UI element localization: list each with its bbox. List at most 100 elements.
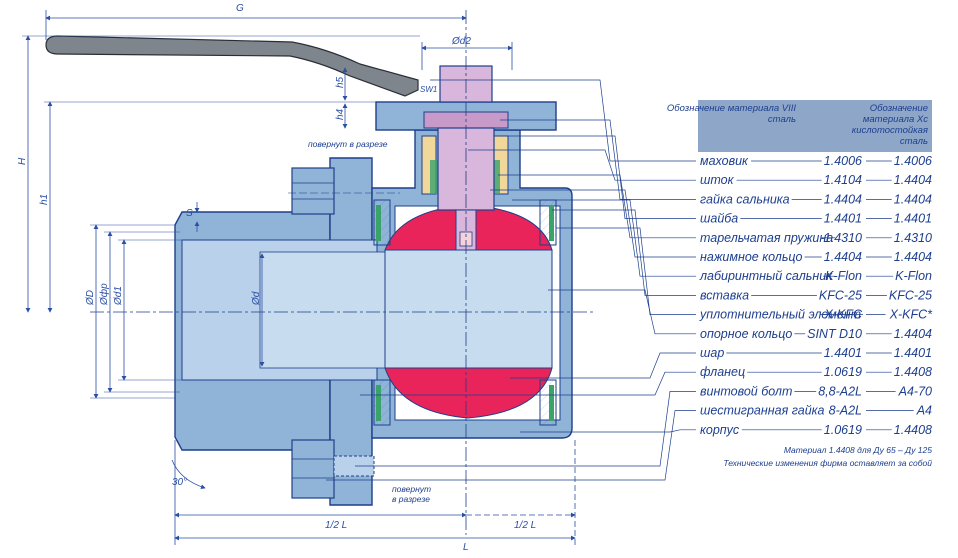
note-rotated-bottom-2: в разрезе — [392, 494, 430, 504]
part-name: нажимное кольцо — [700, 250, 803, 264]
material-row: гайка сальника 1.4404 1.4404 — [700, 192, 932, 206]
dim-half-L-right: 1/2 L — [514, 520, 536, 531]
dim-half-L-left: 1/2 L — [325, 520, 347, 531]
material-steel: 8-A2L — [829, 404, 862, 418]
note-rotated-top: повернут в разрезе — [308, 139, 388, 149]
part-name: шток — [700, 173, 735, 187]
part-name: шестигранная гайка — [700, 404, 825, 418]
part-name: корпус — [700, 423, 740, 437]
part-name: тарельчатая пружина — [700, 231, 833, 245]
leader-line — [498, 174, 696, 239]
material-acid-resistant: 1.4404 — [894, 192, 932, 206]
material-steel: 1.4401 — [824, 346, 862, 360]
leader-line — [360, 371, 696, 396]
leader-line — [505, 135, 696, 219]
material-acid-resistant: 1.4401 — [894, 212, 932, 226]
dim-h4: h4 — [335, 108, 346, 120]
material-acid-resistant: 1.4401 — [894, 346, 932, 360]
seal-green-1 — [376, 205, 381, 241]
material-acid-resistant: A4 — [916, 404, 932, 418]
leader-line — [520, 429, 696, 433]
seal-green-4 — [549, 385, 554, 421]
header-col2-line1: Обозначение — [870, 103, 928, 114]
material-acid-resistant: 1.4310 — [894, 231, 932, 245]
dim-d: Ød — [251, 291, 262, 306]
part-name: фланец — [700, 365, 745, 379]
header-col2-line3: кислотостойкая — [852, 125, 928, 136]
dim-D: ØD — [85, 290, 96, 306]
material-row: шайба 1.4401 1.4401 — [700, 212, 932, 226]
handle-lever — [45, 35, 419, 97]
material-steel: 1.0619 — [824, 365, 862, 379]
material-steel: 1.4310 — [824, 231, 862, 245]
material-acid-resistant: A4-70 — [898, 384, 932, 398]
material-steel: 1.0619 — [824, 423, 862, 437]
hex-nut-bottom — [291, 439, 335, 499]
leader-line — [556, 227, 696, 315]
dim-h5: h5 — [335, 76, 346, 88]
material-acid-resistant: X-KFC* — [889, 308, 934, 322]
material-row: фланец 1.0619 1.4408 — [700, 365, 932, 379]
leader-line — [468, 149, 696, 181]
material-acid-resistant: 1.4404 — [894, 173, 932, 187]
leader-line — [552, 209, 696, 296]
leader-line — [326, 410, 696, 481]
header-col1-line2: сталь — [768, 114, 796, 125]
material-steel: 1.4401 — [824, 212, 862, 226]
part-name: шайба — [700, 212, 738, 226]
material-acid-resistant: K-Flon — [895, 269, 932, 283]
header-col2-line4: сталь — [900, 136, 928, 147]
spring-left — [430, 160, 438, 194]
hex-nut-top — [291, 167, 335, 215]
material-acid-resistant: 1.4006 — [894, 154, 932, 168]
leader-line — [355, 391, 696, 467]
dim-h1: h1 — [39, 194, 50, 205]
leader-line — [500, 119, 696, 200]
seal-green-2 — [376, 385, 381, 421]
header-col2-line2: материала Хс — [863, 114, 928, 125]
material-acid-resistant: 1.4408 — [894, 365, 932, 379]
material-steel: 1.4104 — [824, 173, 862, 187]
part-name: вставка — [700, 288, 749, 302]
dim-SW1: SW1 — [420, 85, 437, 94]
dimension-lines — [22, 10, 576, 545]
dim-H: H — [17, 157, 28, 165]
material-steel: K-Flon — [825, 269, 862, 283]
material-row: шар 1.4401 1.4401 — [700, 346, 932, 360]
ball-bore — [384, 249, 553, 369]
leader-line — [548, 289, 696, 335]
part-name: лабиринтный сальник — [699, 269, 833, 283]
part-name: гайка сальника — [700, 192, 790, 206]
material-header-box — [698, 100, 932, 152]
part-name: уплотнительный элемент — [699, 308, 861, 322]
material-steel: SINT D10 — [807, 327, 862, 341]
material-row: корпус 1.0619 1.4408 — [700, 423, 932, 437]
leader-line — [490, 189, 696, 258]
material-acid-resistant: 1.4408 — [894, 423, 932, 437]
material-row: шестигранная гайка 8-A2L A4 — [700, 404, 932, 418]
material-steel: 8,8-A2L — [818, 384, 862, 398]
dim-S: S — [186, 208, 193, 219]
leader-line — [512, 199, 696, 277]
material-steel: 1.4404 — [824, 192, 862, 206]
material-acid-resistant: 1.4404 — [894, 327, 932, 341]
note-material-range: Материал 1.4408 для Ду 65 – Ду 125 — [784, 445, 932, 455]
material-acid-resistant: 1.4404 — [894, 250, 932, 264]
pipe-bore-inner — [259, 251, 391, 369]
header-col1-line1: Обозначение материала VIII — [667, 103, 796, 114]
part-name: маховик — [700, 154, 749, 168]
dim-dp: Øфр — [98, 283, 110, 306]
part-name: шар — [700, 346, 724, 360]
material-steel: KFC-25 — [819, 288, 862, 302]
note-rotated-bottom-1: повернут — [392, 484, 431, 494]
